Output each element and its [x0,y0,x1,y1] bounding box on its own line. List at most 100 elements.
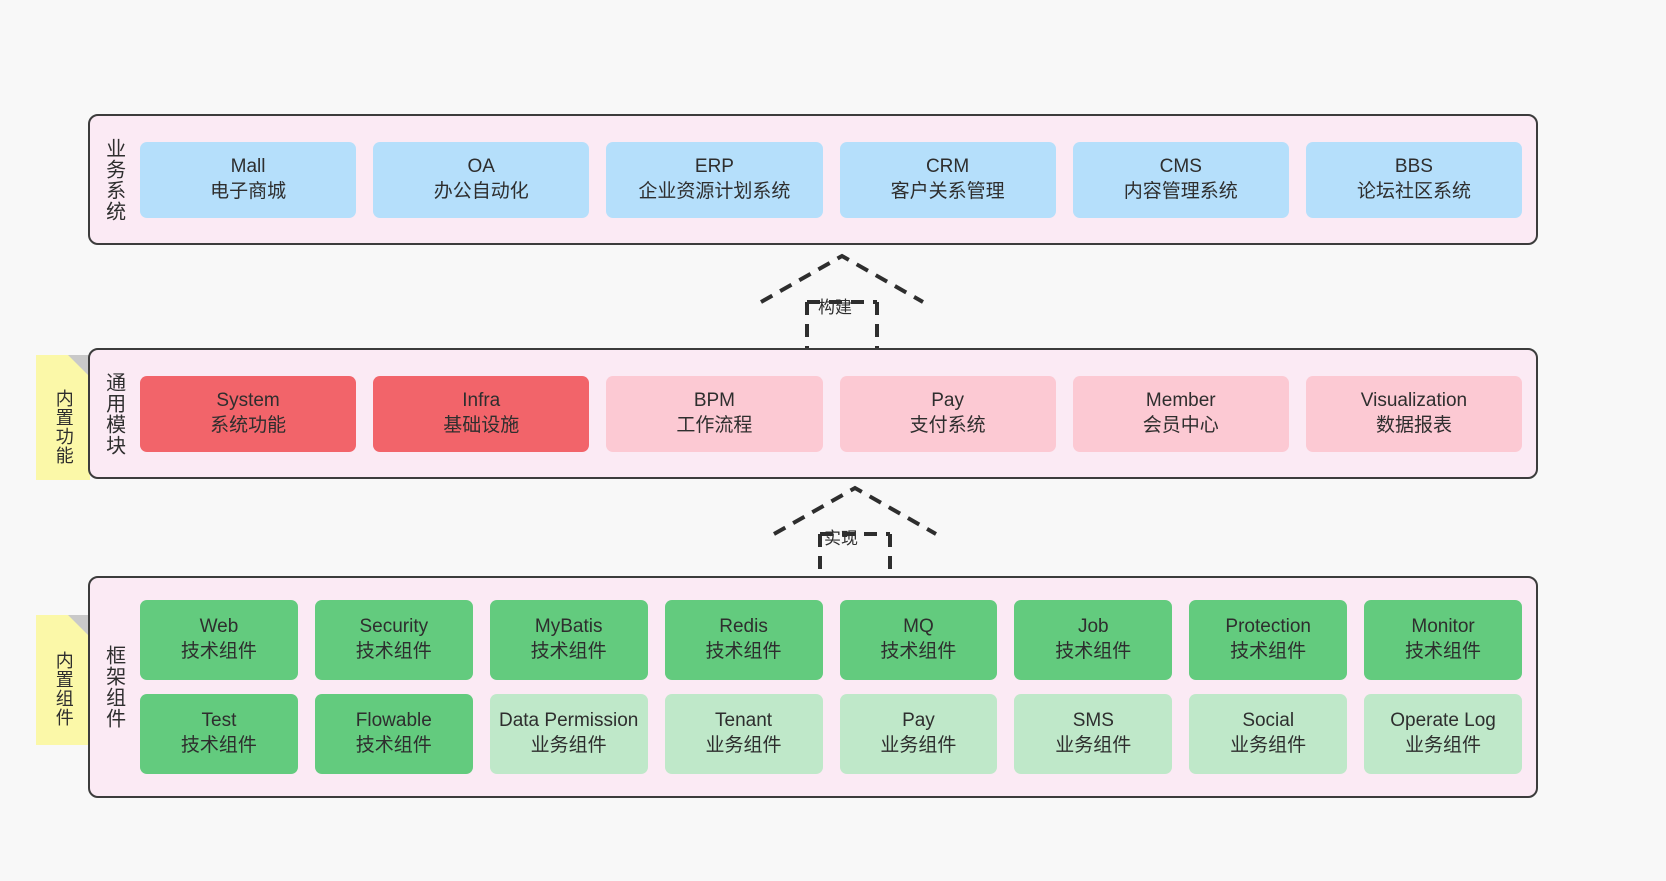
node-system[interactable]: System 系统功能 [140,375,357,452]
node-title: Job [1077,616,1109,638]
layer-business-systems: 业务系统 Mall 电子商城 OA 办公自动化 ERP 企业资源计划系统 CRM… [88,114,1538,245]
node-title: MyBatis [534,616,603,638]
node-subtitle: 工作流程 [676,414,753,436]
node-title: Security [359,616,429,638]
node-subtitle: 会员中心 [1142,414,1219,436]
node-flowable[interactable]: Flowable 技术组件 [314,694,473,774]
node-mall[interactable]: Mall 电子商城 [140,141,357,218]
node-infra[interactable]: Infra 基础设施 [373,375,590,452]
node-title: Infra [462,389,501,411]
node-subtitle: 支付系统 [909,414,986,436]
layer-label-business-systems: 业务系统 [102,137,125,222]
node-protection[interactable]: Protection 技术组件 [1189,600,1348,680]
node-title: SMS [1072,710,1114,732]
node-visualization[interactable]: Visualization 数据报表 [1305,375,1523,452]
node-title: OA [467,155,495,177]
node-subtitle: 业务组件 [705,735,782,756]
node-title: Web [199,616,239,638]
node-title: Flowable [355,710,432,732]
connector-implement-label: 实现 [824,529,858,548]
node-title: System [216,389,280,411]
node-redis[interactable]: Redis 技术组件 [664,600,823,680]
node-title: CRM [925,155,970,177]
node-subtitle: 基础设施 [443,414,520,436]
sticky-note-builtin-features: 内置功能 [36,355,90,480]
connector-build-label: 构建 [818,298,852,317]
node-subtitle: 电子商城 [210,180,287,202]
node-bbs[interactable]: BBS 论坛社区系统 [1305,141,1523,218]
node-title: Redis [719,616,768,638]
layer-label-framework-components: 框架组件 [102,645,125,729]
node-crm[interactable]: CRM 客户关系管理 [839,141,1056,218]
connector-build-arrow [757,252,927,352]
node-social[interactable]: Social 业务组件 [1189,694,1348,774]
node-monitor[interactable]: Monitor 技术组件 [1364,600,1522,680]
node-member[interactable]: Member 会员中心 [1072,375,1289,452]
page-fold-icon [68,615,90,637]
node-title: Operate Log [1390,710,1496,732]
sticky-note-builtin-components: 内置组件 [36,615,90,745]
node-mq[interactable]: MQ 技术组件 [839,600,998,680]
node-subtitle: 客户关系管理 [890,180,1005,202]
page-fold-icon [68,355,90,377]
node-subtitle: 技术组件 [180,641,257,662]
node-security[interactable]: Security 技术组件 [314,600,473,680]
layer-body-common-modules: System 系统功能 Infra 基础设施 BPM 工作流程 Pay 支付系统… [136,350,1536,477]
node-web[interactable]: Web 技术组件 [140,600,298,680]
node-title: Data Permission [498,710,639,732]
connector-implement-arrow [770,484,940,584]
node-pay[interactable]: Pay 支付系统 [839,375,1056,452]
node-subtitle: 数据报表 [1375,414,1452,436]
node-pay-component[interactable]: Pay 业务组件 [839,694,998,774]
node-title: CMS [1159,155,1202,177]
layer-body-business-systems: Mall 电子商城 OA 办公自动化 ERP 企业资源计划系统 CRM 客户关系… [136,116,1536,243]
layer-framework-components: 框架组件 Web 技术组件 Security 技术组件 MyBatis 技术组件… [88,576,1538,798]
layer-label-common-modules: 通用模块 [102,371,125,456]
node-title: Test [201,710,237,732]
node-subtitle: 技术组件 [1405,641,1482,662]
node-cms[interactable]: CMS 内容管理系统 [1072,141,1289,218]
node-title: MQ [903,616,934,638]
node-subtitle: 技术组件 [880,641,957,662]
node-subtitle: 论坛社区系统 [1356,180,1471,202]
node-title: Mall [230,155,266,177]
layer-body-framework-components: Web 技术组件 Security 技术组件 MyBatis 技术组件 Redi… [136,578,1536,796]
node-subtitle: 系统功能 [210,414,287,436]
node-subtitle: 技术组件 [530,641,607,662]
node-row: Test 技术组件 Flowable 技术组件 Data Permission … [140,694,1522,774]
node-title: BBS [1394,155,1433,177]
node-operate-log[interactable]: Operate Log 业务组件 [1364,694,1522,774]
node-title: BPM [693,389,736,411]
node-oa[interactable]: OA 办公自动化 [373,141,590,218]
node-job[interactable]: Job 技术组件 [1014,600,1173,680]
node-bpm[interactable]: BPM 工作流程 [606,375,823,452]
node-title: Visualization [1360,389,1468,411]
node-subtitle: 技术组件 [180,735,257,756]
node-subtitle: 技术组件 [705,641,782,662]
sticky-note-label: 内置功能 [53,388,74,465]
node-title: Monitor [1411,616,1475,638]
node-subtitle: 业务组件 [1230,735,1307,756]
node-subtitle: 办公自动化 [433,180,529,202]
node-subtitle: 业务组件 [530,735,607,756]
node-title: Tenant [715,710,773,732]
layer-common-modules: 通用模块 System 系统功能 Infra 基础设施 BPM 工作流程 Pay… [88,348,1538,479]
node-test[interactable]: Test 技术组件 [140,694,298,774]
node-subtitle: 业务组件 [1055,735,1132,756]
node-subtitle: 技术组件 [355,735,432,756]
node-title: Pay [931,389,964,411]
node-subtitle: 技术组件 [1055,641,1132,662]
node-mybatis[interactable]: MyBatis 技术组件 [489,600,648,680]
node-subtitle: 企业资源计划系统 [638,180,791,202]
node-data-permission[interactable]: Data Permission 业务组件 [489,694,648,774]
node-row: System 系统功能 Infra 基础设施 BPM 工作流程 Pay 支付系统… [140,375,1523,452]
node-erp[interactable]: ERP 企业资源计划系统 [606,141,823,218]
node-sms[interactable]: SMS 业务组件 [1014,694,1173,774]
node-row: Web 技术组件 Security 技术组件 MyBatis 技术组件 Redi… [140,600,1522,680]
sticky-note-label: 内置组件 [53,651,74,727]
node-title: Protection [1225,616,1311,638]
node-tenant[interactable]: Tenant 业务组件 [664,694,823,774]
node-row: Mall 电子商城 OA 办公自动化 ERP 企业资源计划系统 CRM 客户关系… [140,141,1523,218]
node-title: Pay [902,710,935,732]
node-subtitle: 内容管理系统 [1123,180,1238,202]
